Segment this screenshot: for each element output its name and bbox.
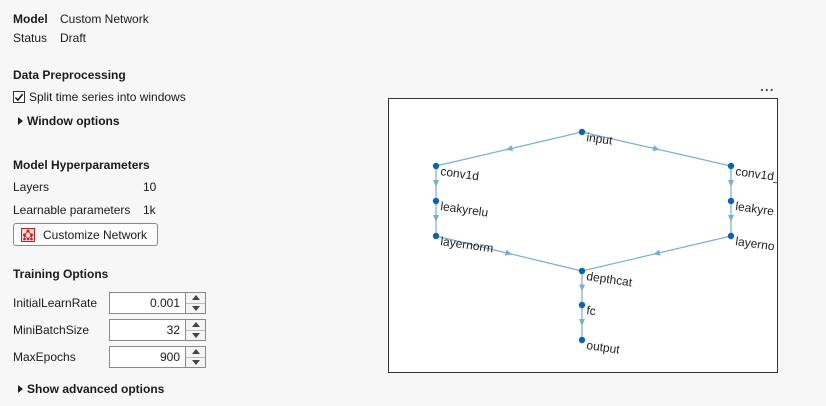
mini-batch-size-spinner[interactable]: 32 [109, 319, 206, 341]
edge-arrow-icon [433, 215, 439, 222]
increment-button[interactable] [186, 347, 205, 357]
edge-arrow-icon [505, 145, 514, 152]
status-value: Draft [60, 31, 87, 45]
model-label: Model [13, 12, 48, 26]
customize-network-label: Customize Network [43, 227, 148, 242]
network-icon [21, 227, 35, 242]
graph-menu-button[interactable]: ... [760, 78, 775, 94]
graph-node-conv1d[interactable] [432, 162, 440, 170]
graph-node-label: leakyrelu [440, 199, 490, 220]
graph-node-label: depthcat [586, 269, 634, 289]
graph-edges [433, 131, 734, 340]
initial-learn-rate-spinner[interactable]: 0.001 [109, 292, 206, 314]
graph-node-leakyrelu[interactable] [432, 197, 440, 205]
graph-node-layerno[interactable] [727, 232, 735, 240]
edge-arrow-icon [504, 249, 513, 256]
decrement-button[interactable] [186, 329, 205, 341]
graph-node-label: output [586, 338, 622, 357]
graph-node-fc[interactable] [578, 301, 586, 309]
increment-button[interactable] [186, 320, 205, 330]
graph-node-label: leakyre [735, 199, 776, 218]
graph-node-output[interactable] [578, 336, 586, 344]
layers-label: Layers [13, 180, 50, 194]
edge-arrow-icon [579, 319, 585, 326]
graph-node-depthcat[interactable] [578, 267, 586, 275]
graph-node-input[interactable] [578, 128, 586, 136]
split-time-series-checkbox-row[interactable]: Split time series into windows [13, 90, 186, 104]
data-preprocessing-title: Data Preprocessing [13, 68, 126, 82]
split-time-series-label: Split time series into windows [29, 90, 186, 104]
max-epochs-label: MaxEpochs [13, 350, 76, 364]
down-arrow-icon [191, 359, 200, 365]
graph-node-label: layerno [735, 234, 776, 253]
increment-button[interactable] [186, 293, 205, 303]
graph-node-layernorm[interactable] [432, 232, 440, 240]
edge-arrow-icon [433, 180, 439, 187]
graph-node-label: conv1d_ [735, 164, 777, 184]
up-arrow-icon [191, 322, 200, 328]
expand-triangle-icon [18, 385, 23, 393]
expand-triangle-icon [18, 117, 23, 125]
status-label: Status [13, 31, 48, 45]
graph-node-conv1d_[interactable] [727, 162, 735, 170]
window-options-toggle[interactable]: Window options [18, 114, 120, 128]
up-arrow-icon [191, 349, 200, 355]
split-time-series-checkbox[interactable] [13, 91, 25, 103]
checkmark-icon [14, 93, 24, 101]
edge-arrow-icon [728, 215, 734, 222]
edge-arrow-icon [579, 284, 585, 292]
graph-node-label: conv1d [440, 164, 480, 183]
graph-node-label: fc [586, 303, 597, 318]
show-advanced-options-toggle[interactable]: Show advanced options [18, 382, 164, 396]
layers-value: 10 [143, 180, 157, 194]
initial-learn-rate-label: InitialLearnRate [13, 296, 98, 310]
network-graph-canvas: input conv1d leakyrelu layernorm conv1d_leak… [432, 128, 777, 357]
learnable-parameters-label: Learnable parameters [13, 203, 131, 217]
training-options-title: Training Options [13, 267, 109, 281]
up-arrow-icon [191, 295, 200, 301]
down-arrow-icon [191, 332, 200, 338]
decrement-button[interactable] [186, 302, 205, 314]
model-hyperparameters-title: Model Hyperparameters [13, 158, 150, 172]
graph-node-label: input [586, 130, 614, 148]
show-advanced-options-label: Show advanced options [27, 382, 165, 396]
mini-batch-size-label: MiniBatchSize [13, 323, 90, 337]
graph-nodes: input conv1d leakyrelu layernorm conv1d_leak… [432, 128, 777, 357]
window-options-label: Window options [27, 114, 120, 128]
down-arrow-icon [191, 305, 200, 311]
model-value: Custom Network [60, 12, 149, 26]
edge-arrow-icon [652, 145, 660, 152]
decrement-button[interactable] [186, 356, 205, 368]
edge-arrow-icon [728, 180, 734, 187]
graph-node-label: layernorm [440, 234, 495, 255]
learnable-parameters-value: 1k [143, 203, 156, 217]
customize-network-button[interactable]: Customize Network [13, 223, 158, 246]
mini-batch-size-input[interactable]: 32 [109, 319, 186, 341]
graph-node-leakyre[interactable] [727, 197, 735, 205]
initial-learn-rate-input[interactable]: 0.001 [109, 292, 186, 314]
max-epochs-input[interactable]: 900 [109, 346, 186, 368]
max-epochs-spinner[interactable]: 900 [109, 346, 206, 368]
edge-arrow-icon [653, 249, 661, 256]
network-graph[interactable]: input conv1d leakyrelu layernorm conv1d_leak… [388, 98, 778, 373]
